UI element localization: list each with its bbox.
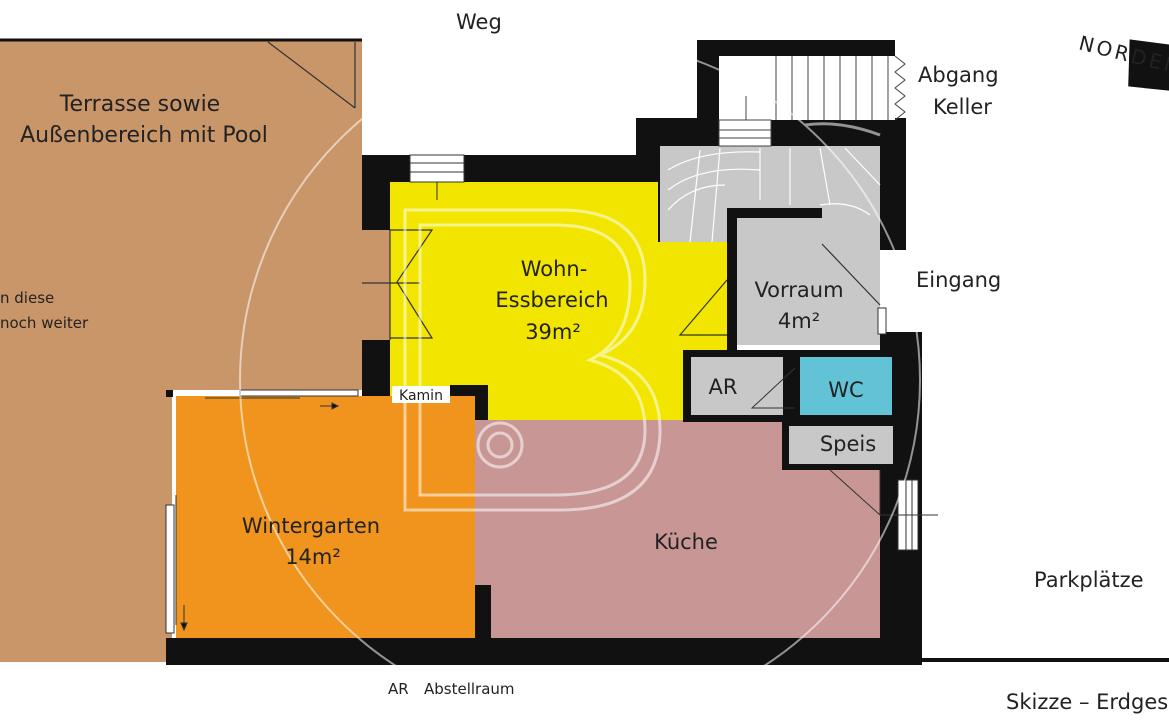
wall-stair-right bbox=[880, 118, 906, 250]
living-label-2: Essbereich bbox=[495, 288, 608, 312]
terrace-note-2: noch weiter bbox=[0, 314, 89, 332]
wall-foyer-top bbox=[727, 208, 822, 218]
entrance-label: Eingang bbox=[916, 268, 1001, 292]
wall-basement-top bbox=[697, 40, 895, 56]
terrace-label-2: Außenbereich mit Pool bbox=[20, 123, 268, 148]
parking-label: Parkplätze bbox=[1034, 568, 1144, 592]
terrace-label-1: Terrasse sowie bbox=[59, 92, 220, 117]
basement-stairs bbox=[718, 55, 906, 147]
storage-door bbox=[750, 367, 796, 409]
winter-garden-label: Wintergarten bbox=[242, 514, 380, 538]
winter-garden-area bbox=[176, 396, 475, 638]
corner-mark bbox=[166, 390, 173, 397]
wall-foyer-left bbox=[727, 208, 737, 355]
foyer-door bbox=[678, 243, 881, 336]
terrace-area bbox=[0, 40, 362, 662]
wall-kitchen-stub bbox=[475, 585, 491, 645]
basement-stair-label-1: Abgang bbox=[918, 63, 999, 87]
winter-garden-left-window bbox=[165, 495, 188, 634]
kitchen-label: Küche bbox=[654, 530, 718, 554]
caption-label: Skizze – Erdgeschoss bbox=[1006, 690, 1169, 714]
winter-garden-area-label: 14m² bbox=[285, 545, 341, 569]
fireplace-tag bbox=[392, 386, 450, 403]
storage-label: AR bbox=[709, 375, 738, 399]
living-area-label: 39m² bbox=[525, 320, 581, 344]
watermark-logo bbox=[239, 39, 921, 721]
kitchen-area bbox=[475, 420, 880, 638]
legend-key: AR bbox=[388, 680, 409, 698]
storage-area bbox=[691, 357, 783, 415]
entrance-door bbox=[877, 307, 887, 335]
living-top-window bbox=[409, 154, 465, 200]
terrace-note-1: n diese bbox=[0, 289, 54, 307]
foyer-area bbox=[735, 215, 880, 345]
ground-line bbox=[922, 658, 1169, 662]
kitchen-window bbox=[880, 479, 938, 551]
basement-stair-label-2: Keller bbox=[933, 95, 992, 119]
wall-basement-left bbox=[697, 40, 719, 120]
north-indicator: NORDEN bbox=[1077, 31, 1169, 91]
path-label: Weg bbox=[456, 10, 502, 34]
wall-living-top bbox=[362, 155, 662, 182]
living-left-door bbox=[362, 229, 434, 340]
wc-label: WC bbox=[828, 378, 863, 402]
wall-bottom bbox=[166, 638, 922, 665]
legend-value: Abstellraum bbox=[424, 680, 515, 698]
living-room-area bbox=[390, 182, 727, 420]
wc-area bbox=[800, 357, 892, 415]
pantry-label: Speis bbox=[820, 432, 876, 456]
north-label: NORDEN bbox=[1077, 31, 1169, 80]
living-label-1: Wohn- bbox=[521, 257, 588, 281]
pantry-area bbox=[789, 426, 893, 464]
fireplace-label: Kamin bbox=[399, 388, 443, 404]
foyer-label: Vorraum bbox=[754, 278, 843, 302]
spiral-stairs bbox=[667, 147, 881, 243]
foyer-area-label: 4m² bbox=[778, 309, 820, 333]
terrace-door-line bbox=[267, 41, 356, 109]
